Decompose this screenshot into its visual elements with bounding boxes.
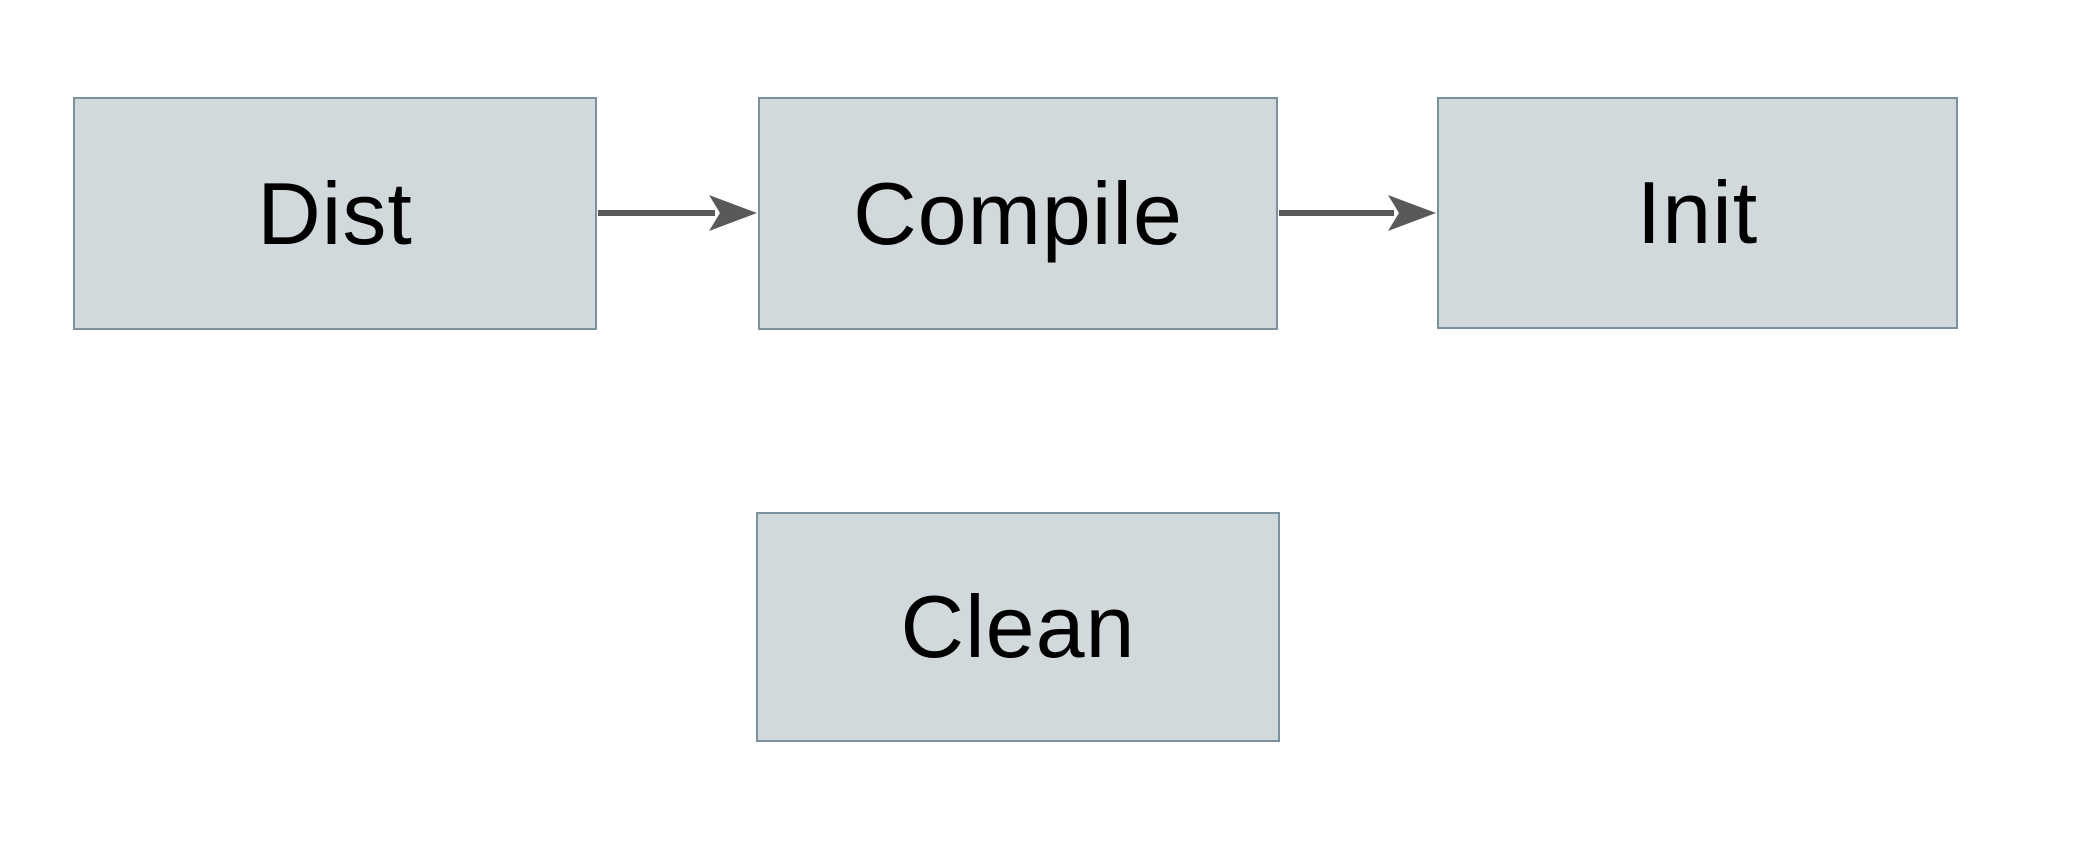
node-dist-label: Dist (257, 163, 413, 263)
node-clean: Clean (756, 512, 1280, 742)
node-compile-label: Compile (853, 163, 1183, 263)
arrow-compile-to-init-icon (1279, 195, 1436, 231)
node-clean-label: Clean (900, 577, 1136, 676)
node-init: Init (1437, 97, 1958, 329)
node-init-label: Init (1636, 163, 1759, 262)
arrow-dist-to-compile-icon (598, 195, 757, 231)
node-dist: Dist (73, 97, 597, 330)
node-compile: Compile (758, 97, 1278, 330)
